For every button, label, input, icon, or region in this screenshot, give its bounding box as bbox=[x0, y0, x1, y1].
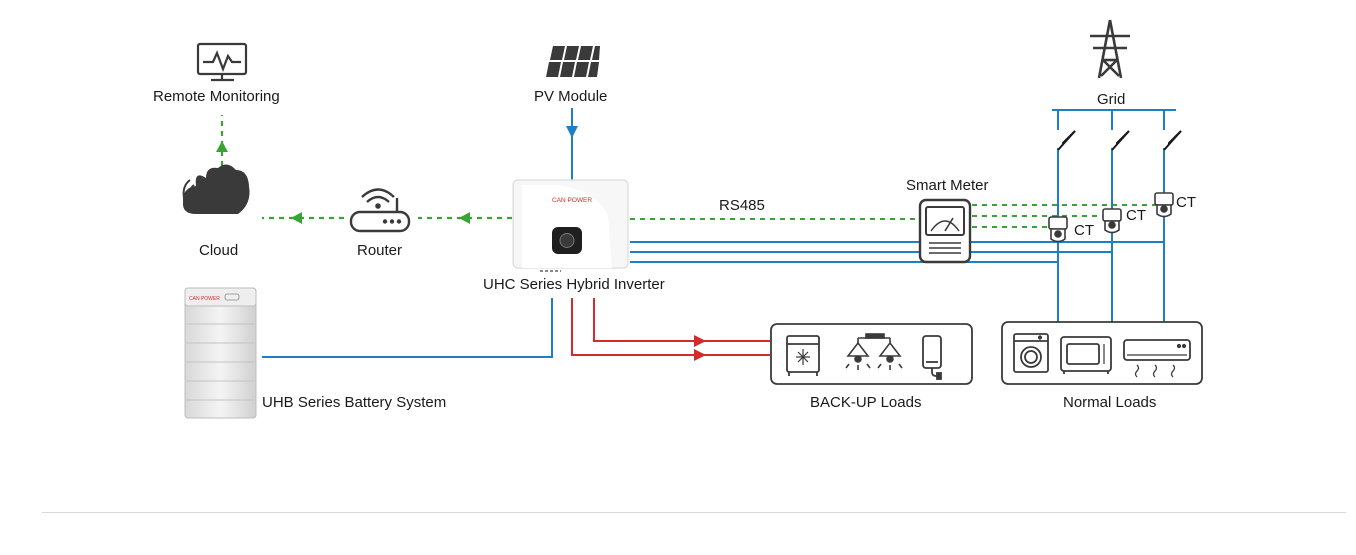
monitor-icon bbox=[196, 42, 248, 82]
down-arrow-icon bbox=[566, 126, 578, 138]
left-arrow-icon bbox=[291, 212, 302, 224]
battery-label: UHB Series Battery System bbox=[262, 394, 447, 411]
ct-label-1: CT bbox=[1074, 222, 1094, 239]
bottom-divider bbox=[42, 512, 1346, 513]
smart-meter-icon bbox=[918, 198, 972, 264]
ct-sensor-icon bbox=[1102, 208, 1122, 234]
right-arrow-icon bbox=[694, 335, 706, 347]
router-label: Router bbox=[357, 242, 403, 259]
inverter-label: UHC Series Hybrid Inverter bbox=[483, 276, 665, 293]
backup-line-1 bbox=[571, 298, 770, 356]
pv-module-label: PV Module bbox=[534, 88, 608, 105]
ct-label-2: CT bbox=[1126, 207, 1146, 224]
normal-loads-label: Normal Loads bbox=[1063, 394, 1157, 411]
right-arrow-icon bbox=[694, 349, 706, 361]
cloud-label: Cloud bbox=[199, 242, 239, 259]
ceiling-lamp-icon bbox=[845, 333, 903, 370]
battery-brand-logo: CAN POWER bbox=[189, 296, 220, 302]
normal-loads-box bbox=[1001, 321, 1203, 385]
hybrid-inverter: CAN POWER bbox=[512, 179, 629, 272]
ct-label-3: CT bbox=[1176, 194, 1196, 211]
backup-line-2 bbox=[593, 298, 770, 342]
breaker-switch-blades bbox=[1057, 130, 1182, 151]
backup-loads-label: BACK-UP Loads bbox=[810, 394, 922, 411]
microwave-icon bbox=[1060, 336, 1112, 374]
solar-panel-icon bbox=[546, 46, 600, 77]
grid-label: Grid bbox=[1097, 91, 1126, 108]
up-arrow-icon bbox=[216, 141, 228, 152]
cloud-icon bbox=[182, 164, 250, 214]
inverter-brand-logo: CAN POWER bbox=[552, 197, 592, 204]
battery-to-inverter-line bbox=[262, 298, 553, 358]
power-tower-icon bbox=[1090, 19, 1130, 79]
air-conditioner-icon bbox=[1123, 339, 1191, 378]
router-icon bbox=[349, 188, 411, 233]
ct-sensor-icon bbox=[1154, 192, 1174, 218]
battery-system: CAN POWER bbox=[184, 287, 257, 419]
phone-charger-icon bbox=[922, 335, 942, 380]
ct-sensor-icon bbox=[1048, 216, 1068, 243]
freezer-icon bbox=[786, 335, 820, 376]
rs485-label: RS485 bbox=[719, 197, 765, 214]
backup-loads-box bbox=[770, 323, 973, 385]
smart-meter-label: Smart Meter bbox=[906, 177, 989, 194]
left-arrow-icon bbox=[459, 212, 470, 224]
washing-machine-icon bbox=[1013, 333, 1049, 373]
remote-monitoring-label: Remote Monitoring bbox=[153, 88, 280, 105]
